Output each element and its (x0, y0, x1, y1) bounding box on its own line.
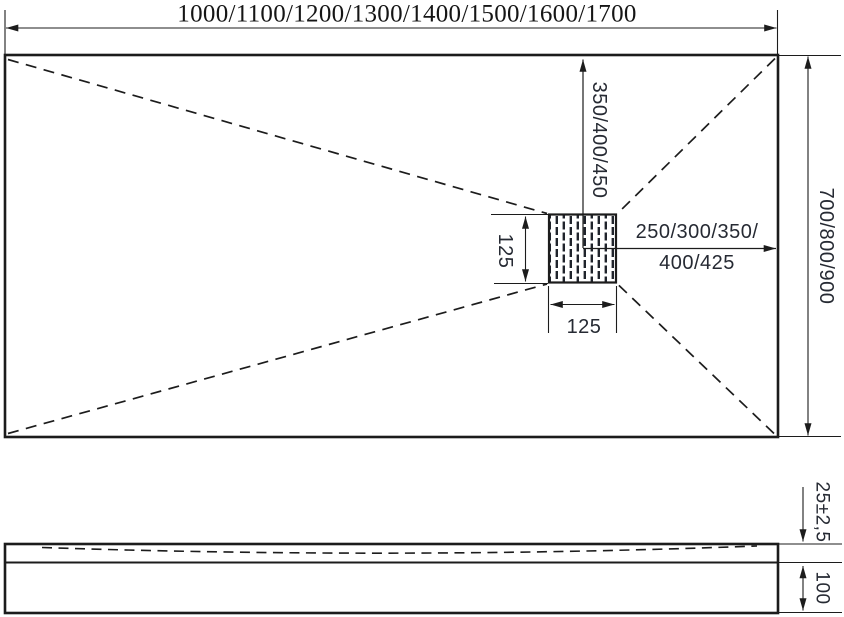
rim-height-dimension (779, 487, 842, 545)
drain-width-dimension (547, 286, 618, 333)
drain-to-top-label: 350/400/450 (588, 81, 610, 199)
drain-height-dimension (491, 213, 548, 285)
base-height-dimension (779, 561, 842, 614)
drain-to-right-label-line2: 400/425 (659, 252, 735, 274)
fold-line-top-right (616, 57, 776, 215)
top-view (3, 10, 841, 439)
profile-outline (3, 542, 780, 615)
fold-line-bottom-right (616, 283, 775, 435)
rim-height-label: 25±2,5 (811, 481, 833, 543)
side-view (3, 487, 842, 615)
drain-width-label: 125 (566, 316, 602, 338)
profile-slope-line (41, 545, 758, 554)
slope-fold-lines (7, 57, 776, 435)
drain-height-label: 125 (494, 233, 516, 269)
fold-line-top-left (7, 58, 548, 215)
base-height-label: 100 (811, 571, 833, 605)
width-dimension (4, 10, 779, 54)
fold-line-bottom-left (7, 283, 548, 435)
drain-to-right-label-line1: 250/300/350/ (635, 221, 759, 243)
tray-outline (3, 53, 780, 439)
depth-dimension (779, 54, 841, 438)
width-dimension-label: 1000/1100/1200/1300/1400/1500/1600/1700 (177, 0, 637, 28)
drain-center-lines (579, 59, 776, 252)
depth-dimension-label: 700/800/900 (815, 187, 837, 305)
